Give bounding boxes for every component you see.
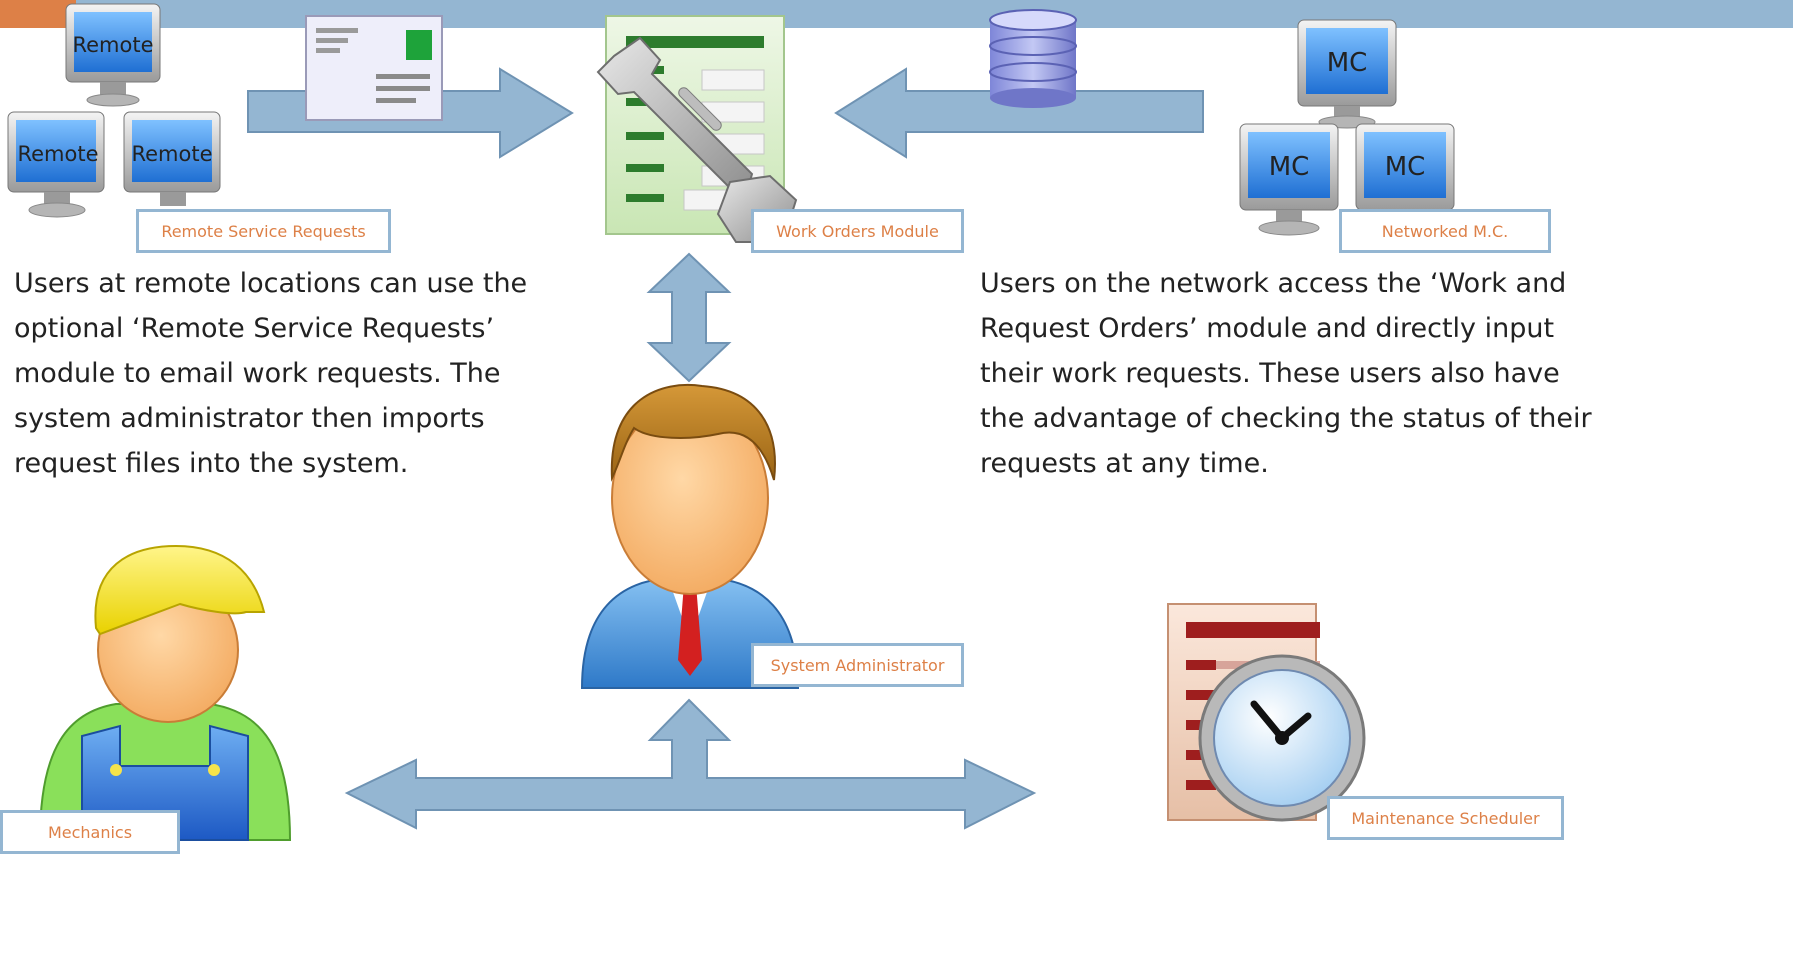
- mechanic-icon: [38, 544, 292, 841]
- description-line: request files into the system.: [14, 448, 409, 479]
- label-remote-service-requests: Remote Service Requests: [136, 209, 391, 253]
- networked-monitor-icon: MC: [1355, 123, 1455, 222]
- label-networked-mc: Networked M.C.: [1339, 209, 1551, 253]
- description-line: the advantage of checking the status of …: [980, 403, 1592, 434]
- envelope-icon: [305, 15, 443, 121]
- label-system-administrator: System Administrator: [751, 643, 964, 687]
- label-maintenance-scheduler: Maintenance Scheduler: [1327, 796, 1564, 840]
- remote-monitor-icon: Remote: [123, 111, 221, 206]
- description-line: Users on the network access the ‘Work an…: [980, 268, 1567, 299]
- description-network-users: Users on the network access the ‘Work an…: [980, 261, 1780, 486]
- clock-icon: [1198, 654, 1366, 822]
- remote-monitor-label: Remote: [72, 33, 153, 57]
- mc-monitor-label: MC: [1327, 48, 1368, 78]
- description-line: Request Orders’ module and directly inpu…: [980, 313, 1555, 344]
- description-line: module to email work requests. The: [14, 358, 501, 389]
- description-line: Users at remote locations can use the: [14, 268, 528, 299]
- database-icon: [989, 9, 1077, 108]
- networked-monitor-icon: MC: [1297, 19, 1397, 129]
- arrow-network-to-workorders: [834, 67, 1204, 159]
- system-administrator-icon: [580, 384, 800, 689]
- description-line: system administrator then imports: [14, 403, 485, 434]
- arrow-workorders-admin-bidirectional: [646, 252, 732, 383]
- remote-monitor-icon: Remote: [65, 3, 161, 107]
- label-mechanics: Mechanics: [0, 810, 180, 854]
- header-accent: [0, 0, 76, 28]
- remote-monitor-label: Remote: [17, 142, 98, 166]
- mc-monitor-label: MC: [1385, 152, 1426, 182]
- description-line: optional ‘Remote Service Requests’: [14, 313, 495, 344]
- arrow-admin-distribution: [344, 698, 1037, 830]
- description-line: requests at any time.: [980, 448, 1269, 479]
- description-line: their work requests. These users also ha…: [980, 358, 1560, 389]
- remote-monitor-label: Remote: [131, 142, 212, 166]
- networked-monitor-icon: MC: [1239, 123, 1339, 236]
- description-remote-users: Users at remote locations can use the op…: [14, 261, 574, 486]
- remote-monitor-icon: Remote: [7, 111, 105, 218]
- label-work-orders-module: Work Orders Module: [751, 209, 964, 253]
- header-bar: [0, 0, 1793, 28]
- mc-monitor-label: MC: [1269, 152, 1310, 182]
